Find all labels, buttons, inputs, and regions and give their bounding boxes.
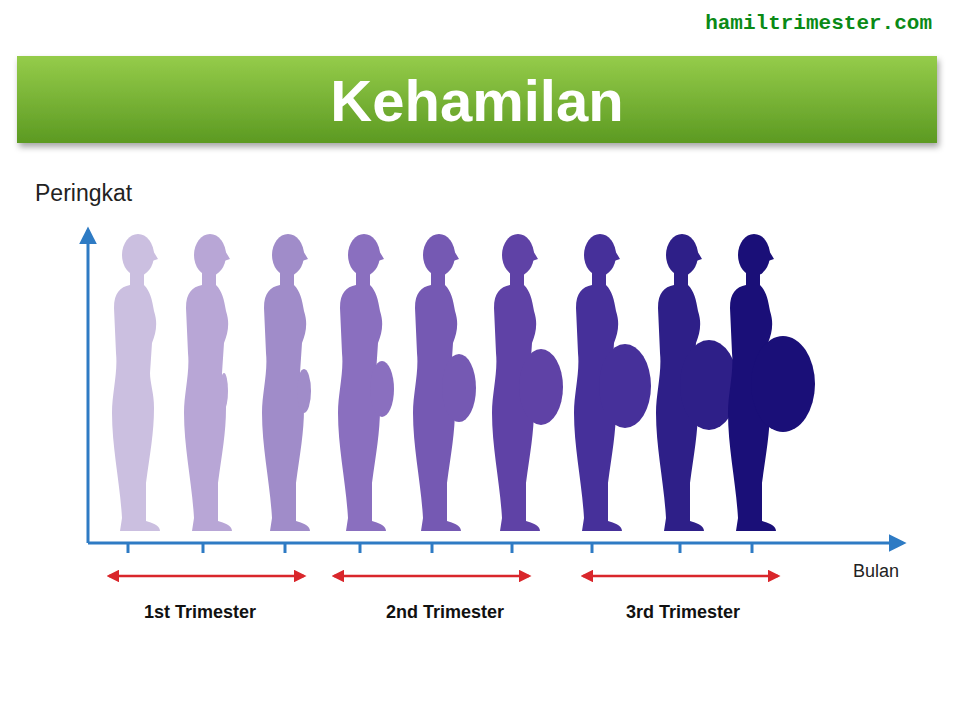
title-text: Kehamilan <box>330 68 623 135</box>
axis-label: Peringkat <box>35 180 132 206</box>
axis-label: Bulan <box>853 561 899 582</box>
trimester-label: 3rd Trimester <box>626 602 740 623</box>
silhouettes <box>112 234 815 531</box>
title-banner <box>17 56 937 143</box>
trimester-label: 2nd Trimester <box>386 602 504 623</box>
trimester-label: 1st Trimester <box>144 602 256 623</box>
trimester-arrows <box>109 575 778 578</box>
axes <box>88 230 903 553</box>
watermark: hamiltrimester.com <box>705 12 932 36</box>
